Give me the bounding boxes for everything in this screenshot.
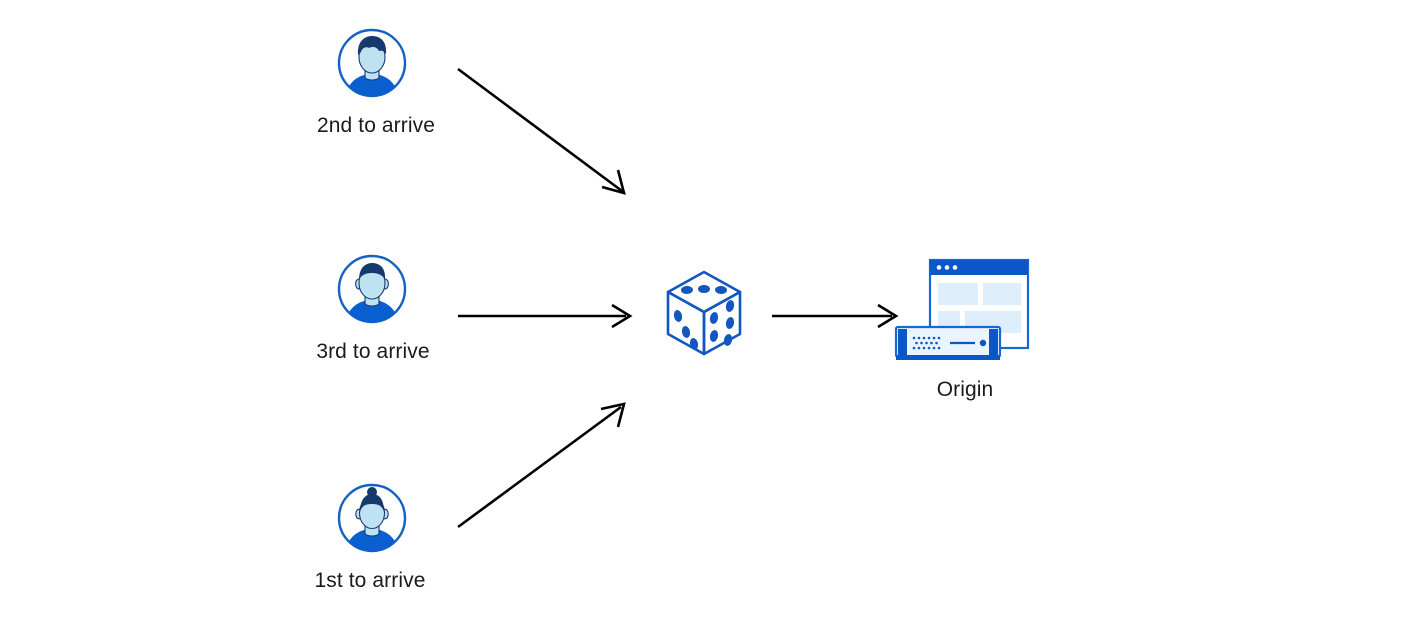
randomizer-node	[660, 268, 748, 365]
client-label-2nd: 2nd to arrive	[316, 114, 436, 137]
client-node-3rd	[336, 253, 408, 330]
arrow-3rd-to-dice	[458, 303, 633, 329]
client-label-3rd: 3rd to arrive	[316, 340, 430, 363]
dice-icon	[666, 270, 742, 356]
client-label-1st: 1st to arrive	[314, 569, 426, 592]
origin-node	[890, 255, 1040, 375]
user-avatar-icon	[337, 483, 407, 553]
origin-label: Origin	[936, 378, 994, 401]
arrow-1st-to-dice	[457, 402, 626, 529]
client-node-1st	[336, 482, 408, 559]
user-avatar-icon	[337, 254, 407, 324]
origin-server-icon	[894, 258, 1030, 360]
client-node-2nd	[336, 27, 408, 104]
user-avatar-icon	[337, 28, 407, 98]
arrow-dice-to-origin	[772, 303, 899, 329]
server-appliance-icon	[894, 325, 1002, 360]
